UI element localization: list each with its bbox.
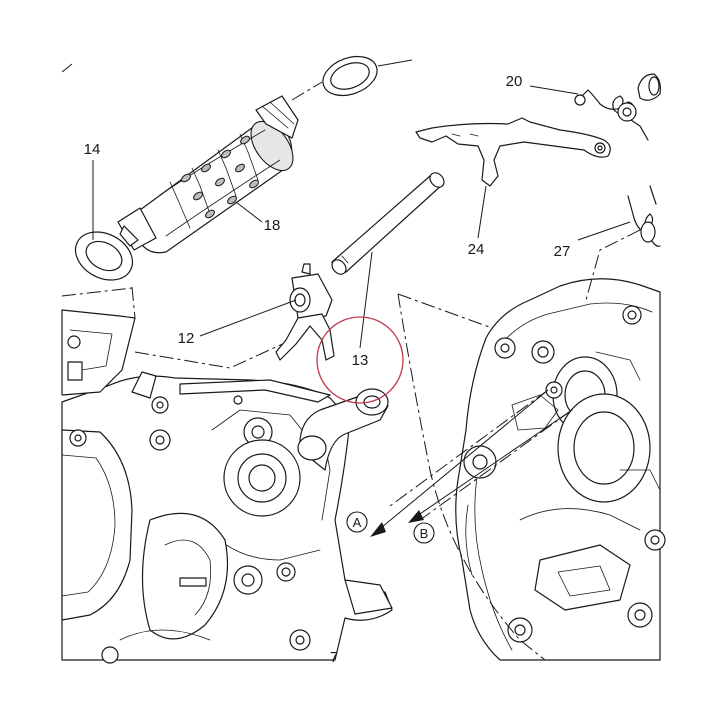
reference-marker-b: B [413,522,435,544]
reference-label-b: B [420,526,429,541]
crankcase-right [455,278,666,661]
callout-7: 7 [330,649,338,666]
crankcase-left [61,309,393,664]
reference-label-a: A [353,515,362,530]
callout-14: 14 [84,141,101,158]
washer-14 [74,231,134,281]
selector-lever [415,117,611,187]
fork-shaft [331,172,445,275]
highlight-circle [316,316,404,404]
spring-27 [627,185,661,247]
callout-24: 24 [468,241,485,258]
shim-washer-top [322,55,413,97]
callout-20: 20 [506,73,523,90]
assembly-lines [61,63,641,661]
reference-arrows [370,389,573,537]
shift-fork [275,263,335,361]
selector-drum [117,95,299,254]
reference-marker-a: A [346,511,368,533]
gasket-strip [179,379,331,405]
callout-27: 27 [554,243,571,260]
callout-leaders [92,85,631,349]
callout-13: 13 [352,352,369,369]
callout-18: 18 [264,217,281,234]
callout-12: 12 [178,330,195,347]
spring-20 [574,73,661,141]
